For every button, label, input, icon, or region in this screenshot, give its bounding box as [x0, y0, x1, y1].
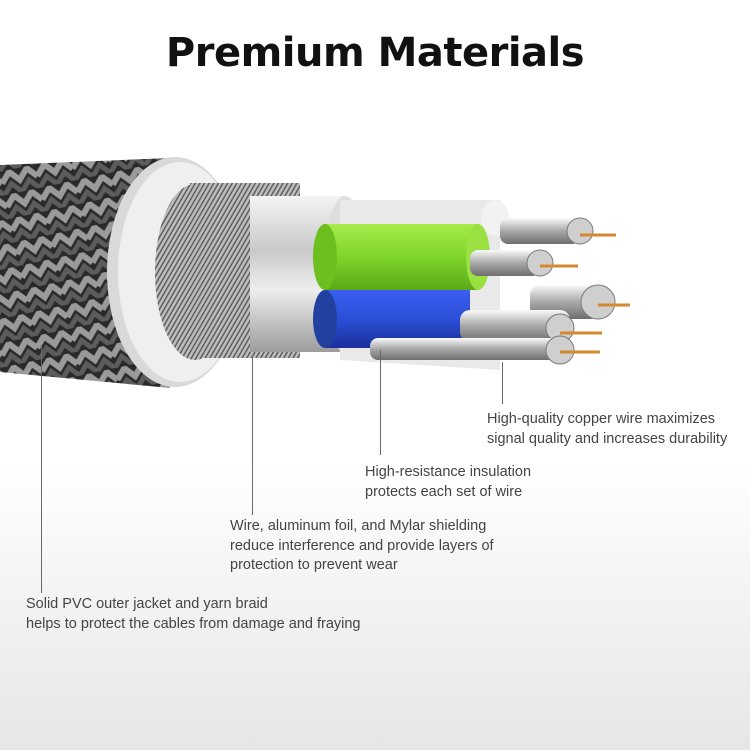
callout-line: signal quality and increases durability [487, 430, 728, 447]
callout-line: protects each set of wire [365, 483, 523, 500]
leader-line-shielding [252, 355, 253, 515]
copper-wire-strands [370, 217, 630, 365]
callout-line: Solid PVC outer jacket and yarn braid [26, 596, 268, 612]
callout-line: protection to prevent wear [230, 557, 398, 573]
cable-cross-section-illustration [0, 157, 630, 388]
callout-line: High-quality copper wire maximizes [487, 411, 716, 427]
leader-line-insulation [380, 350, 381, 455]
leader-line-jacket [41, 345, 42, 593]
callout-line: Wire, aluminum foil, and Mylar shielding [230, 518, 487, 534]
callout-line: reduce interference and provide layers o… [230, 537, 494, 554]
callout-line: High-resistance insulation [365, 464, 532, 480]
leader-line-copper [502, 362, 503, 404]
blue-insulated-pair [313, 290, 470, 348]
callout-copper-wire: High-quality copper wire maximizes signa… [487, 410, 727, 449]
callout-outer-jacket: Solid PVC outer jacket and yarn braid he… [26, 595, 361, 634]
callout-insulation: High-resistance insulation protects each… [365, 463, 531, 502]
callout-line: helps to protect the cables from damage … [26, 615, 361, 632]
green-insulated-pair [313, 224, 490, 290]
page-title: Premium Materials [165, 30, 585, 76]
callout-shielding: Wire, aluminum foil, and Mylar shielding… [230, 517, 494, 576]
